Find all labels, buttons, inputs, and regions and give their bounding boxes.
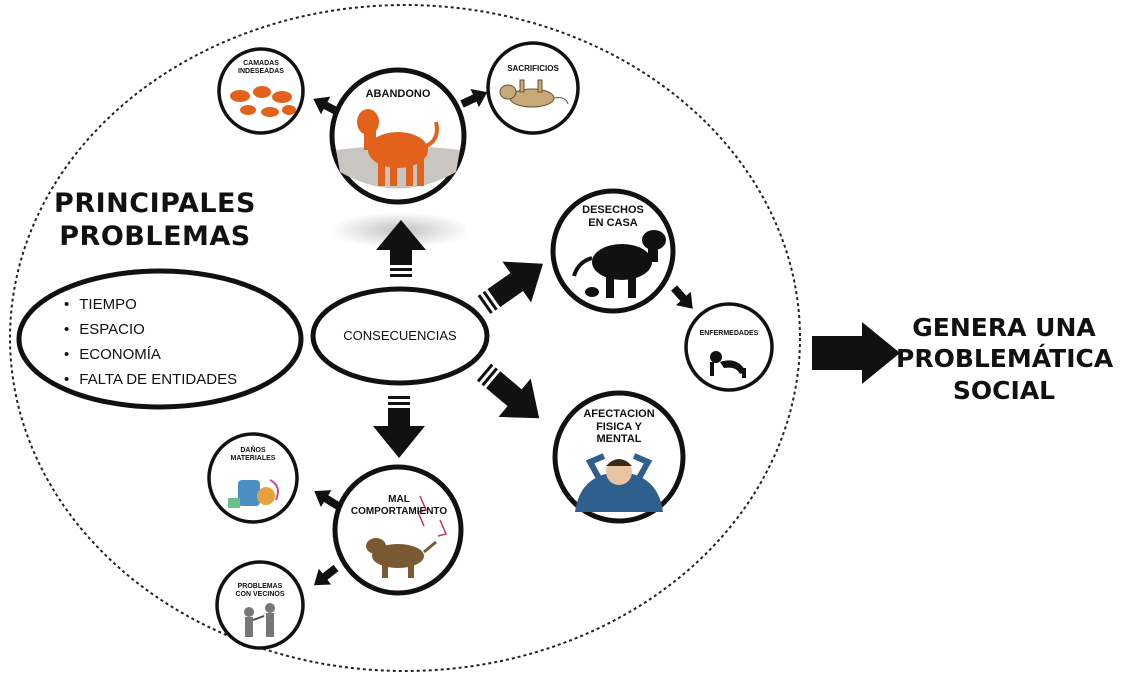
dog-pooping-illustration (572, 230, 666, 298)
main-dashed-ellipse (9, 4, 801, 672)
afectacion-label-line-2: FISICA Y (596, 420, 642, 433)
damaged-items-illustration (228, 479, 279, 508)
consecuencias-label: CONSECUENCIAS (343, 328, 457, 343)
vecinos-node (215, 560, 305, 650)
desechos-label-line-1: DESECHOS (582, 204, 644, 216)
neighbors-illustration (244, 603, 275, 637)
arrow-up-right (477, 261, 543, 315)
danos-label: DAÑOS MATERIALES (213, 447, 293, 463)
afectacion-node (552, 390, 686, 524)
sick-person-illustration (710, 351, 746, 378)
mal-comportamiento-node (332, 464, 464, 596)
vecinos-label-line-2: CON VECINOS (235, 591, 285, 599)
problem-item: ECONOMÍA (64, 342, 237, 367)
main-heading-line-2: PROBLEMAS (59, 220, 251, 252)
afectacion-label-line-1: AFECTACION (583, 408, 655, 420)
problem-item: ESPACIO (64, 317, 237, 342)
result-line-2: PROBLEMÁTICA (896, 344, 1114, 374)
vecinos-label: PROBLEMAS CON VECINOS (220, 583, 300, 599)
afectacion-label: AFECTACION FISICA Y MENTAL (569, 408, 669, 446)
problem-item: TIEMPO (64, 292, 237, 317)
arrow-down (373, 396, 425, 458)
camadas-label: CAMADAS INDESEADAS (221, 60, 301, 76)
abandono-node (329, 67, 467, 205)
result-line-3: SOCIAL (952, 375, 1056, 405)
mal-comportamiento-line-1: MAL (388, 494, 410, 505)
mal-comportamiento-label: MAL COMPORTAMIENTO (338, 494, 460, 517)
result-text: GENERA UNA PROBLEMÁTICA SOCIAL (896, 312, 1114, 406)
afectacion-label-line-3: MENTAL (596, 433, 642, 446)
camadas-label-line-1: CAMADAS (243, 60, 279, 67)
camadas-node (217, 47, 305, 135)
desechos-label-line-2: EN CASA (588, 216, 638, 229)
puppies-illustration (230, 86, 296, 117)
enfermedades-node (684, 302, 774, 392)
consecuencias-ellipse (310, 286, 490, 386)
abandono-label: ABANDONO (365, 88, 431, 100)
main-heading-line-1: PRINCIPALES (54, 188, 256, 219)
lying-dog-illustration (499, 79, 569, 108)
vecinos-label-line-1: PROBLEMAS (237, 583, 283, 590)
danos-node (207, 432, 299, 524)
aggressive-dog-illustration (366, 538, 437, 578)
arrow-down-right (476, 363, 540, 419)
orange-dog-illustration (357, 109, 439, 186)
mal-comportamiento-line-2: COMPORTAMIENTO (350, 505, 448, 517)
camadas-label-line-2: INDESEADAS (238, 68, 284, 76)
danos-label-line-1: DAÑOS (240, 447, 266, 454)
desechos-label: DESECHOS EN CASA (563, 204, 663, 229)
sacrificios-node (486, 41, 580, 135)
problem-item: FALTA DE ENTIDADES (64, 367, 237, 392)
danos-label-line-2: MATERIALES (230, 455, 276, 463)
result-line-1: GENERA UNA (912, 313, 1096, 342)
arrow-up (376, 220, 426, 277)
arrow-to-result (812, 322, 900, 384)
desechos-node (550, 188, 676, 314)
enfermedades-label: ENFERMEDADES (699, 330, 759, 337)
sacrificios-label: SACRIFICIOS (507, 64, 559, 73)
stressed-person-illustration (575, 453, 663, 512)
problems-list: TIEMPO ESPACIO ECONOMÍA FALTA DE ENTIDAD… (64, 292, 237, 392)
main-heading: PRINCIPALES PROBLEMAS (50, 188, 260, 254)
